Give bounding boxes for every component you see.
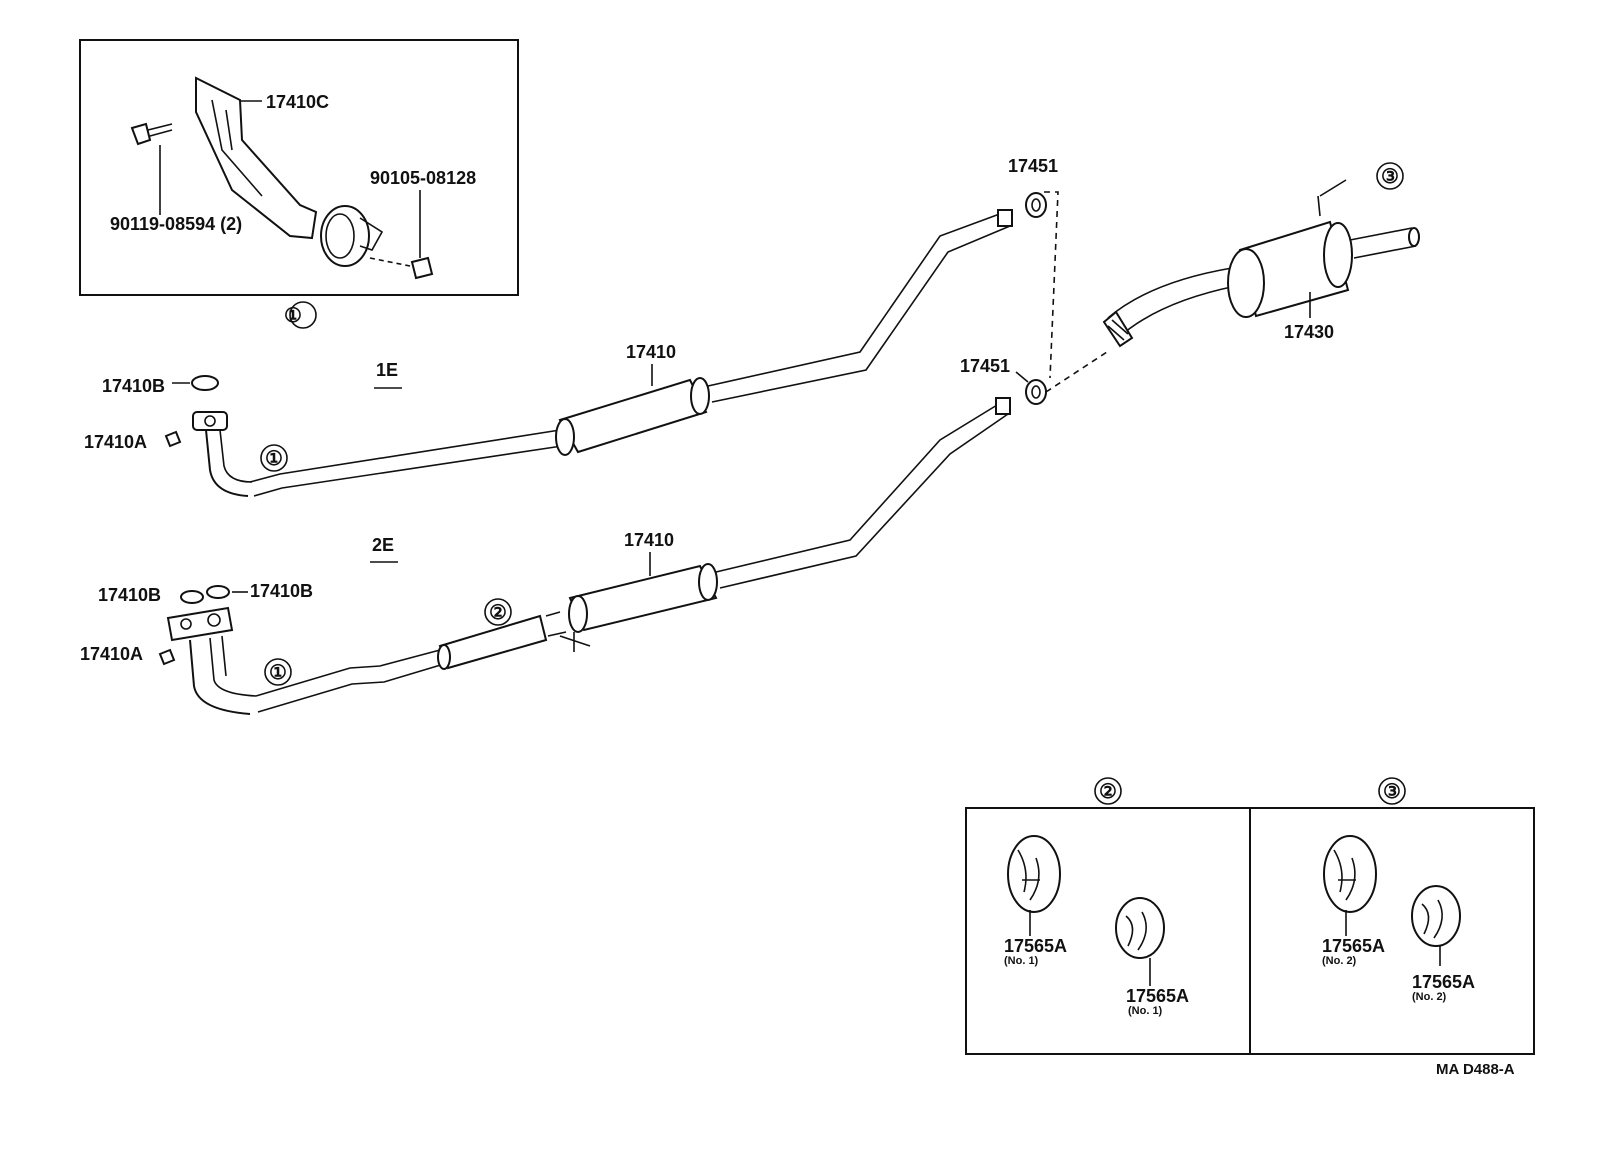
inset-clamp-detail: 17410C 90119-08594 (2) 90105-08128 ① bbox=[79, 39, 519, 329]
hanger-box-2: ② 17565A (No. 1) 17565A (No. 1) bbox=[965, 777, 1251, 1055]
label-90105-08128: 90105-08128 bbox=[370, 168, 476, 188]
label-17410B-2e-left: 17410B bbox=[98, 585, 161, 605]
heading-2e: 2E bbox=[372, 535, 394, 555]
hanger-box-3: ③ 17565A (No. 2) 17565A (No. 2) bbox=[1249, 777, 1535, 1055]
label-17451-lower: 17451 bbox=[960, 356, 1010, 376]
label-17410-2e: 17410 bbox=[624, 530, 674, 550]
callout-1-1e: ① bbox=[265, 448, 283, 470]
callout-1-inset: ① bbox=[284, 305, 302, 327]
hanger-2-item-1-part: 17565A bbox=[1004, 936, 1067, 956]
hanger-2-item-2-part: 17565A bbox=[1126, 986, 1189, 1006]
label-17430: 17430 bbox=[1284, 322, 1334, 342]
callout-2-box: ② bbox=[1099, 781, 1117, 803]
engine-1e-assembly: 1E 17410B 17410A 17410 ① bbox=[84, 209, 1013, 497]
bolt-part bbox=[130, 122, 152, 146]
pipe-17410-1e bbox=[249, 429, 563, 497]
pipe-17410-2e bbox=[568, 564, 718, 632]
heading-1e: 1E bbox=[376, 360, 398, 380]
label-17410B-1e: 17410B bbox=[102, 376, 165, 396]
hanger-3-item-1-part: 17565A bbox=[1322, 936, 1385, 956]
label-17451-upper: 17451 bbox=[1008, 156, 1058, 176]
hanger-rubber-icon bbox=[1115, 897, 1165, 959]
callout-3-box: ③ bbox=[1383, 781, 1401, 803]
bracket-part bbox=[195, 76, 318, 240]
label-17410A-1e: 17410A bbox=[84, 432, 147, 452]
label-17410B-2e-right: 17410B bbox=[250, 581, 313, 601]
callout-1-2e: ① bbox=[269, 662, 287, 684]
label-90119-08594: 90119-08594 (2) bbox=[110, 214, 242, 234]
label-17410C: 17410C bbox=[266, 92, 329, 112]
hanger-rubber-icon bbox=[1007, 835, 1061, 913]
hanger-rubber-icon bbox=[1323, 835, 1377, 913]
hanger-2-item-1-note: (No. 1) bbox=[1004, 955, 1039, 967]
label-17410A-2e: 17410A bbox=[80, 644, 143, 664]
hanger-3-item-2-note: (No. 2) bbox=[1412, 991, 1447, 1003]
tail-muffler-assembly: 17451 17451 17430 ③ bbox=[960, 156, 1420, 405]
callout-2-2e: ② bbox=[489, 602, 507, 624]
figure-code: MA D488-A bbox=[1436, 1061, 1515, 1078]
hanger-2-item-2-note: (No. 1) bbox=[1128, 1005, 1163, 1017]
label-17410-1e: 17410 bbox=[626, 342, 676, 362]
nut-part bbox=[410, 256, 434, 280]
hanger-3-item-2-part: 17565A bbox=[1412, 972, 1475, 992]
clamp-ring bbox=[320, 205, 370, 267]
engine-2e-assembly: 2E 17410B 17410B 17410A 17410 ① ② bbox=[80, 397, 1011, 715]
hanger-rubber-icon bbox=[1411, 885, 1461, 947]
hanger-3-item-1-note: (No. 2) bbox=[1322, 955, 1357, 967]
callout-3-tail: ③ bbox=[1381, 166, 1399, 188]
